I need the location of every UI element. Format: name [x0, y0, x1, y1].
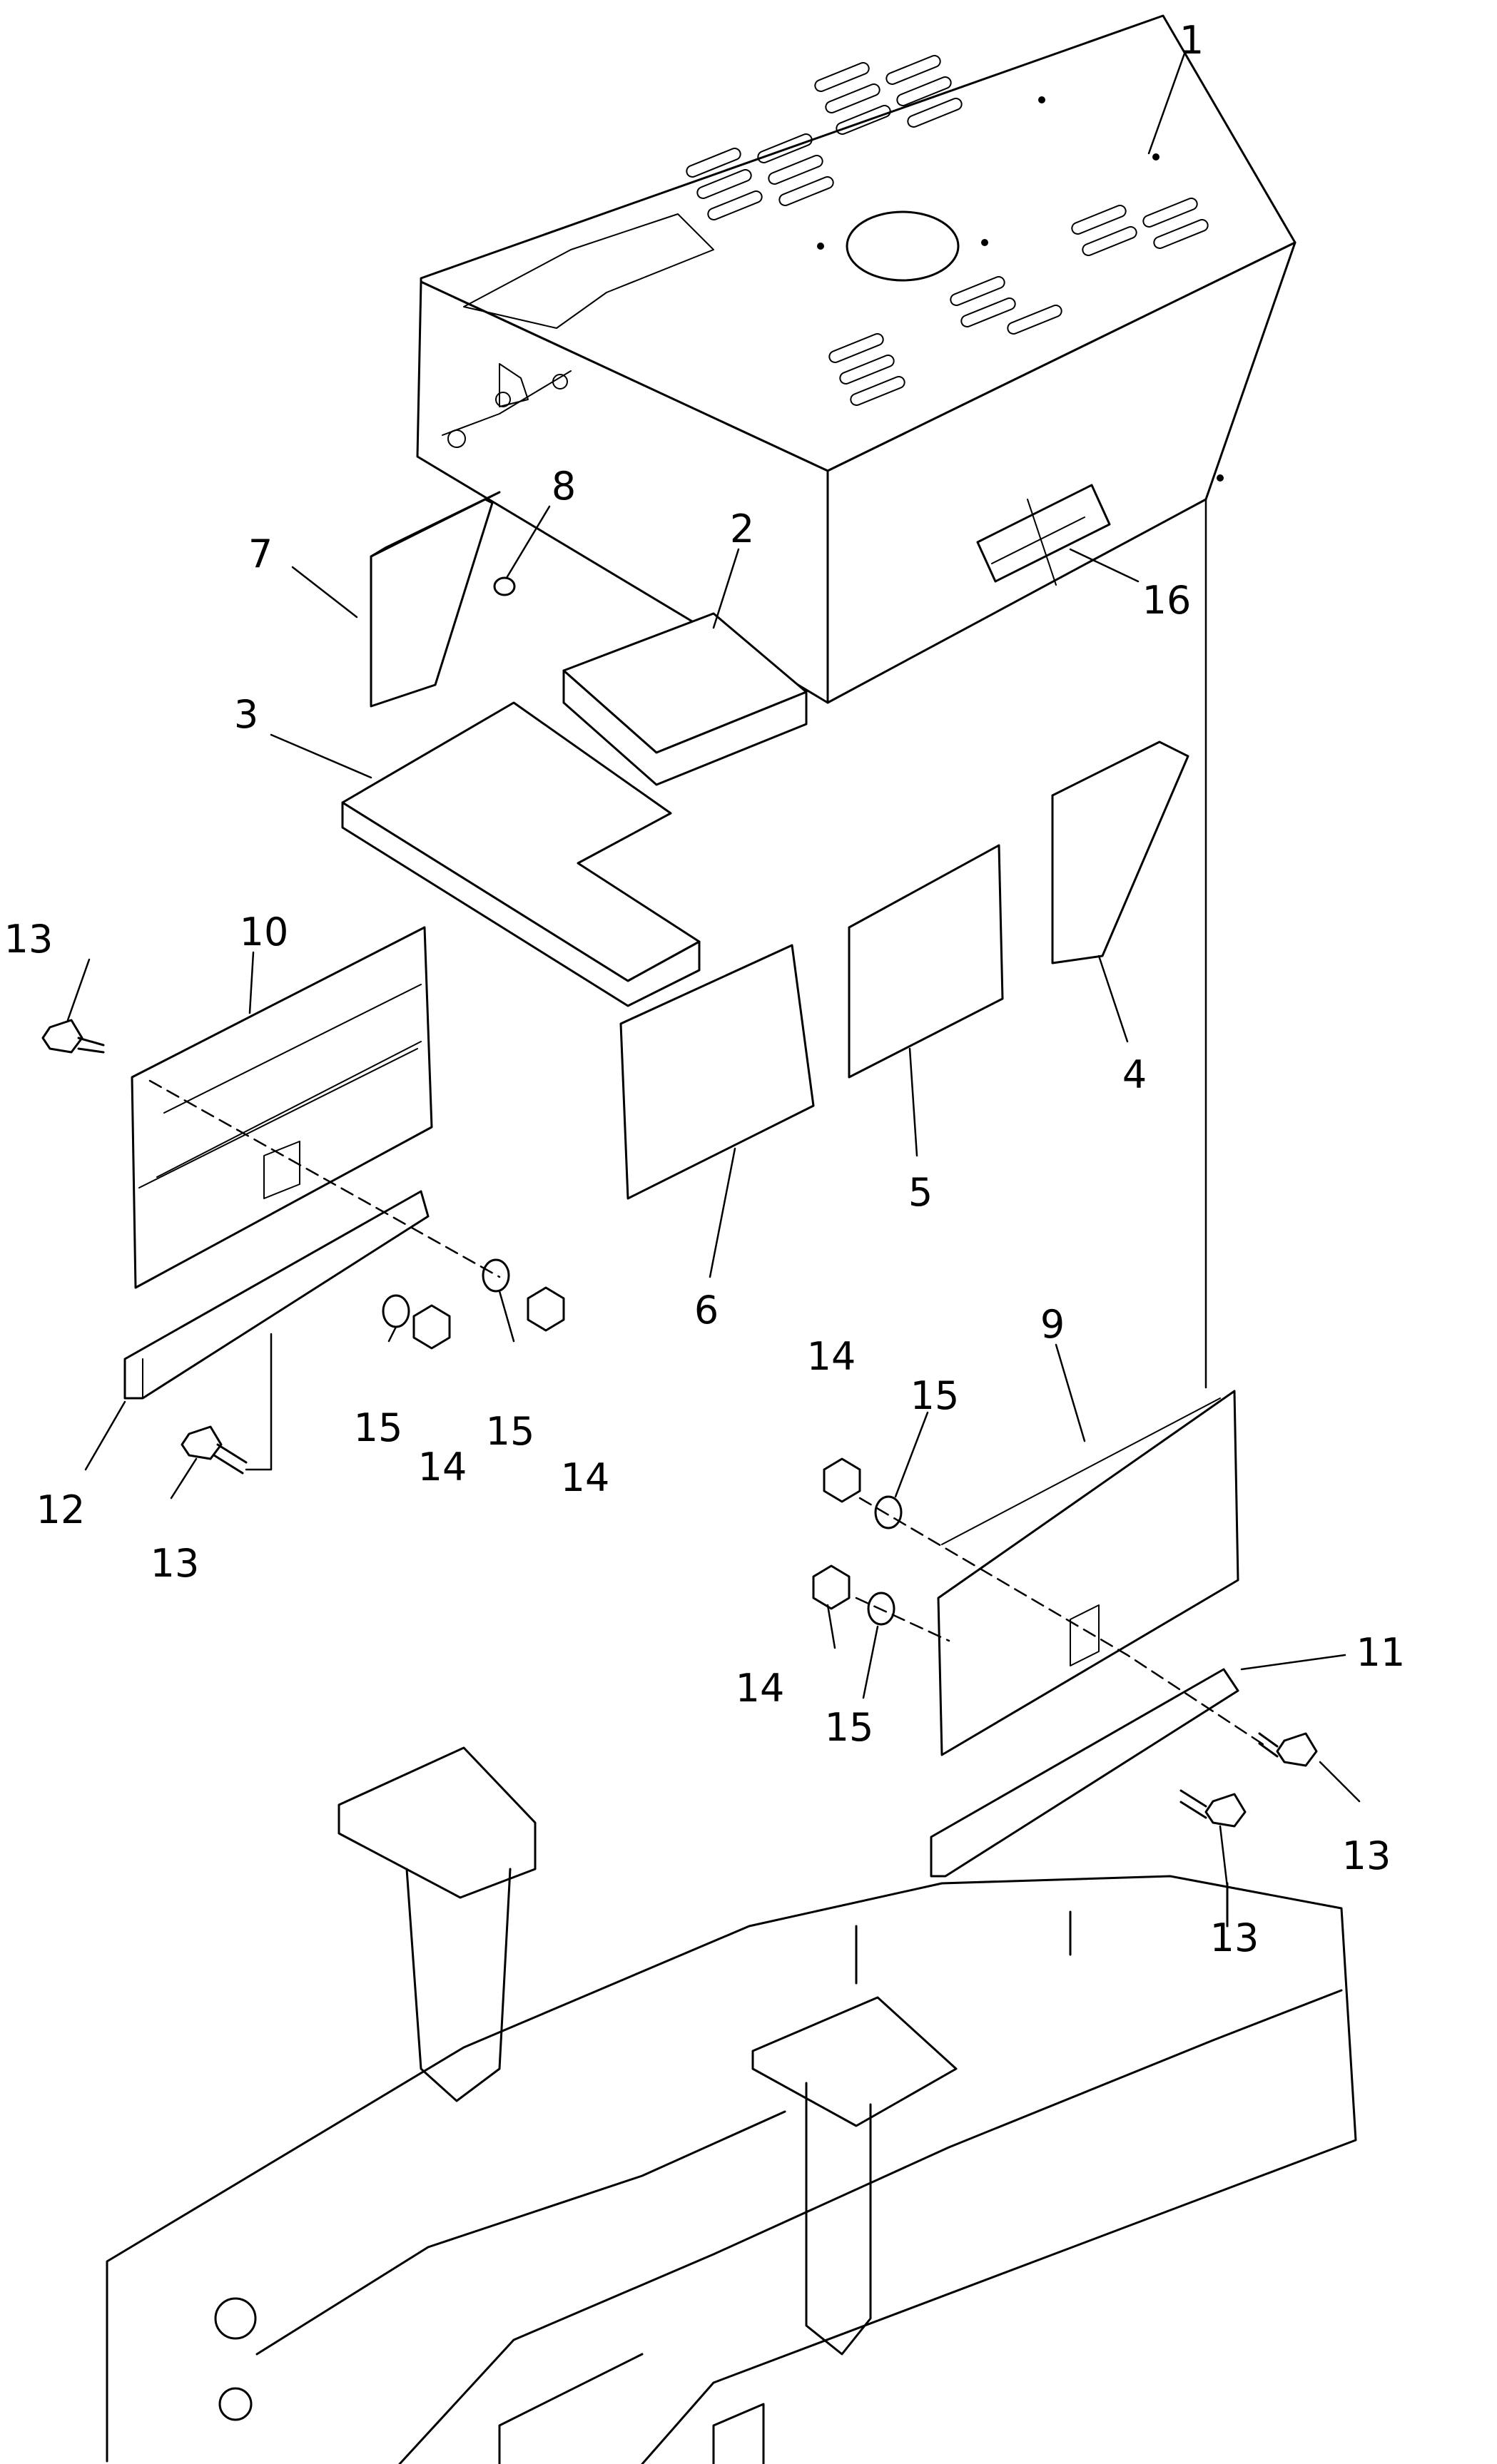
callout-9: 9: [1040, 1302, 1065, 1347]
callout-3: 3: [234, 692, 258, 737]
louver-grille-b: [814, 55, 963, 135]
callout-13-c: 13: [1342, 1833, 1391, 1878]
callout-14-b: 14: [561, 1455, 610, 1500]
callout-4: 4: [1122, 1052, 1147, 1097]
machine-frame: [106, 1746, 1357, 2464]
part-9-panel: [937, 1390, 1239, 1756]
callout-15-c: 15: [910, 1373, 960, 1418]
part-8-clip: [493, 576, 516, 596]
callout-14-c: 14: [807, 1334, 856, 1379]
part-14-nut-b: [412, 1304, 451, 1350]
callout-14-d: 14: [736, 1666, 785, 1711]
callout-6: 6: [694, 1288, 719, 1333]
callout-12: 12: [36, 1487, 86, 1532]
part-15-washer-d: [867, 1592, 895, 1626]
part-13-bolt-right-a: [1258, 1732, 1318, 1767]
part-12-rail: [123, 1190, 430, 1400]
callout-8: 8: [552, 464, 576, 509]
part-10-panel: [131, 926, 433, 1289]
callout-11: 11: [1356, 1630, 1406, 1675]
callout-2: 2: [730, 506, 754, 551]
part-16-decal: [976, 484, 1111, 586]
part-14-nut-c: [823, 1457, 861, 1503]
part-14-nut-a: [527, 1286, 565, 1332]
callout-13-a: 13: [4, 917, 54, 962]
part-15-washer-a: [482, 1258, 510, 1293]
callout-7: 7: [248, 531, 273, 576]
callout-13-b: 13: [151, 1541, 200, 1586]
callout-5: 5: [908, 1170, 933, 1215]
part-4-pad: [1051, 740, 1189, 964]
part-1-hood: [416, 14, 1296, 704]
part-5-pad: [848, 844, 1004, 1079]
part-13-bolt-right-b: [1179, 1789, 1247, 1828]
part-15-washer-b: [382, 1294, 410, 1328]
part-13-bolt-lower-left: [181, 1425, 248, 1475]
louver-grille-d: [1071, 198, 1209, 256]
part-7-pad: [370, 491, 501, 708]
part-11-rail: [930, 1668, 1239, 1878]
part-3-pad: [341, 701, 701, 1007]
callout-15-b: 15: [486, 1409, 535, 1454]
louver-grille-c: [828, 276, 1062, 406]
part-6-pad: [619, 944, 815, 1200]
callout-10: 10: [240, 910, 289, 954]
part-13-bolt-upper-left: [41, 1019, 105, 1054]
leader-lines: [66, 52, 1361, 1888]
louver-grille-a: [686, 133, 834, 220]
callout-15-d: 15: [825, 1705, 874, 1750]
callout-14-a: 14: [418, 1445, 467, 1490]
callout-15-a: 15: [354, 1405, 403, 1450]
callout-1: 1: [1179, 18, 1204, 63]
part-15-washer-c: [874, 1495, 903, 1529]
callout-13-d: 13: [1210, 1915, 1259, 1960]
part-2-pad: [562, 612, 808, 786]
callout-16: 16: [1142, 578, 1192, 623]
part-14-nut-d: [812, 1564, 851, 1610]
